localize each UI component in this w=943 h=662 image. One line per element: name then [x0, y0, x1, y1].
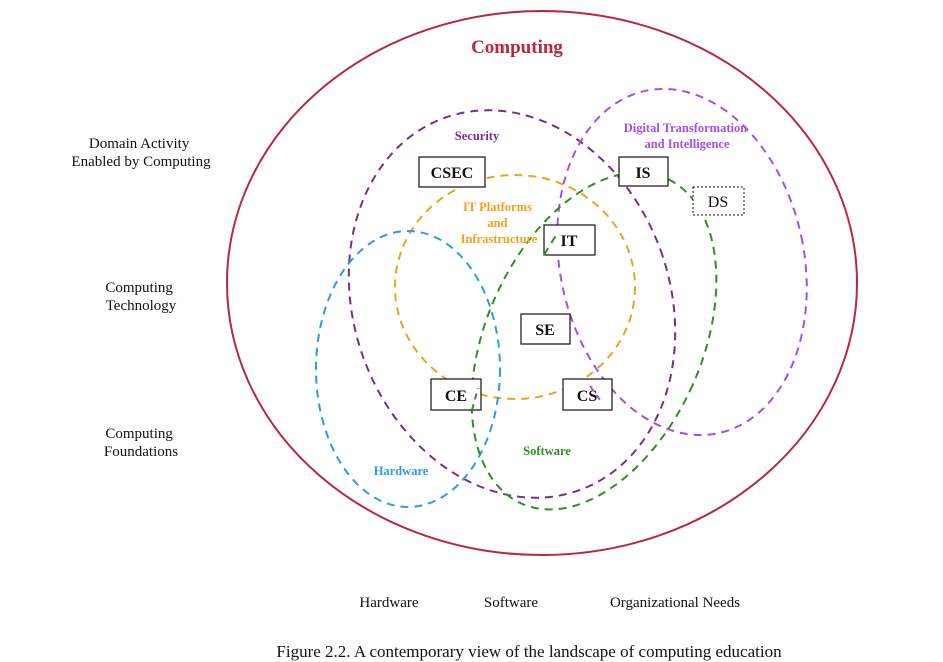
security-label: Security	[455, 129, 500, 143]
cs-box-crossing-line	[589, 385, 601, 401]
digital-transformation-ellipse	[556, 87, 808, 437]
axis-label-organizational-needs: Organizational Needs	[610, 595, 740, 611]
axis-label-software: Software	[484, 595, 538, 611]
security-ellipse	[347, 109, 677, 499]
discipline-csec: CSEC	[418, 156, 486, 188]
ce-label: CE	[445, 388, 467, 405]
it-platforms-ellipse	[394, 174, 636, 400]
ds-label: DS	[708, 194, 728, 211]
computing-ellipse	[226, 10, 858, 556]
side-label-foundations-line-2: Foundations	[104, 444, 178, 460]
side-label-domain-line-1: Domain Activity	[89, 136, 190, 152]
side-label-domain: Domain Activity Enabled by Computing	[71, 136, 211, 170]
side-label-technology-line-1: Computing	[105, 280, 173, 296]
software-ellipse	[470, 171, 718, 511]
digital-transformation-label: Digital Transformation and Intelligence	[624, 121, 751, 151]
csec-label: CSEC	[431, 165, 474, 182]
side-label-foundations: Computing Foundations	[104, 426, 178, 460]
it-platforms-label: IT Platforms and Infrastructure	[461, 200, 538, 246]
hardware-ellipse	[315, 230, 501, 508]
hardware-region-label: Hardware	[374, 464, 429, 478]
discipline-it: IT	[543, 224, 596, 256]
axis-label-hardware: Hardware	[359, 595, 418, 611]
it-label: IT	[561, 233, 578, 250]
discipline-cs: CS	[562, 378, 613, 411]
discipline-ds: DS	[692, 186, 745, 216]
it-platforms-line-2: and	[487, 216, 507, 230]
side-label-technology: Computing Technology	[105, 280, 176, 314]
side-label-foundations-line-1: Computing	[105, 426, 173, 442]
it-platforms-line-3: Infrastructure	[461, 232, 538, 246]
side-label-domain-line-2: Enabled by Computing	[71, 154, 211, 170]
ce-box-crossing-line	[471, 387, 479, 411]
diagram-title: Computing	[471, 37, 563, 58]
it-platforms-line-1: IT Platforms	[463, 200, 532, 214]
cs-label: CS	[577, 388, 598, 405]
it-box-crossing-line	[543, 231, 559, 256]
side-label-technology-line-2: Technology	[106, 298, 177, 314]
digital-transformation-line-2: and Intelligence	[644, 137, 730, 151]
is-label: IS	[635, 165, 650, 182]
figure-caption: Figure 2.2. A contemporary view of the l…	[276, 642, 782, 661]
discipline-is: IS	[618, 156, 669, 187]
se-label: SE	[535, 322, 555, 339]
software-region-label: Software	[523, 444, 571, 458]
discipline-se: SE	[520, 313, 571, 345]
digital-transformation-line-1: Digital Transformation	[624, 121, 748, 135]
